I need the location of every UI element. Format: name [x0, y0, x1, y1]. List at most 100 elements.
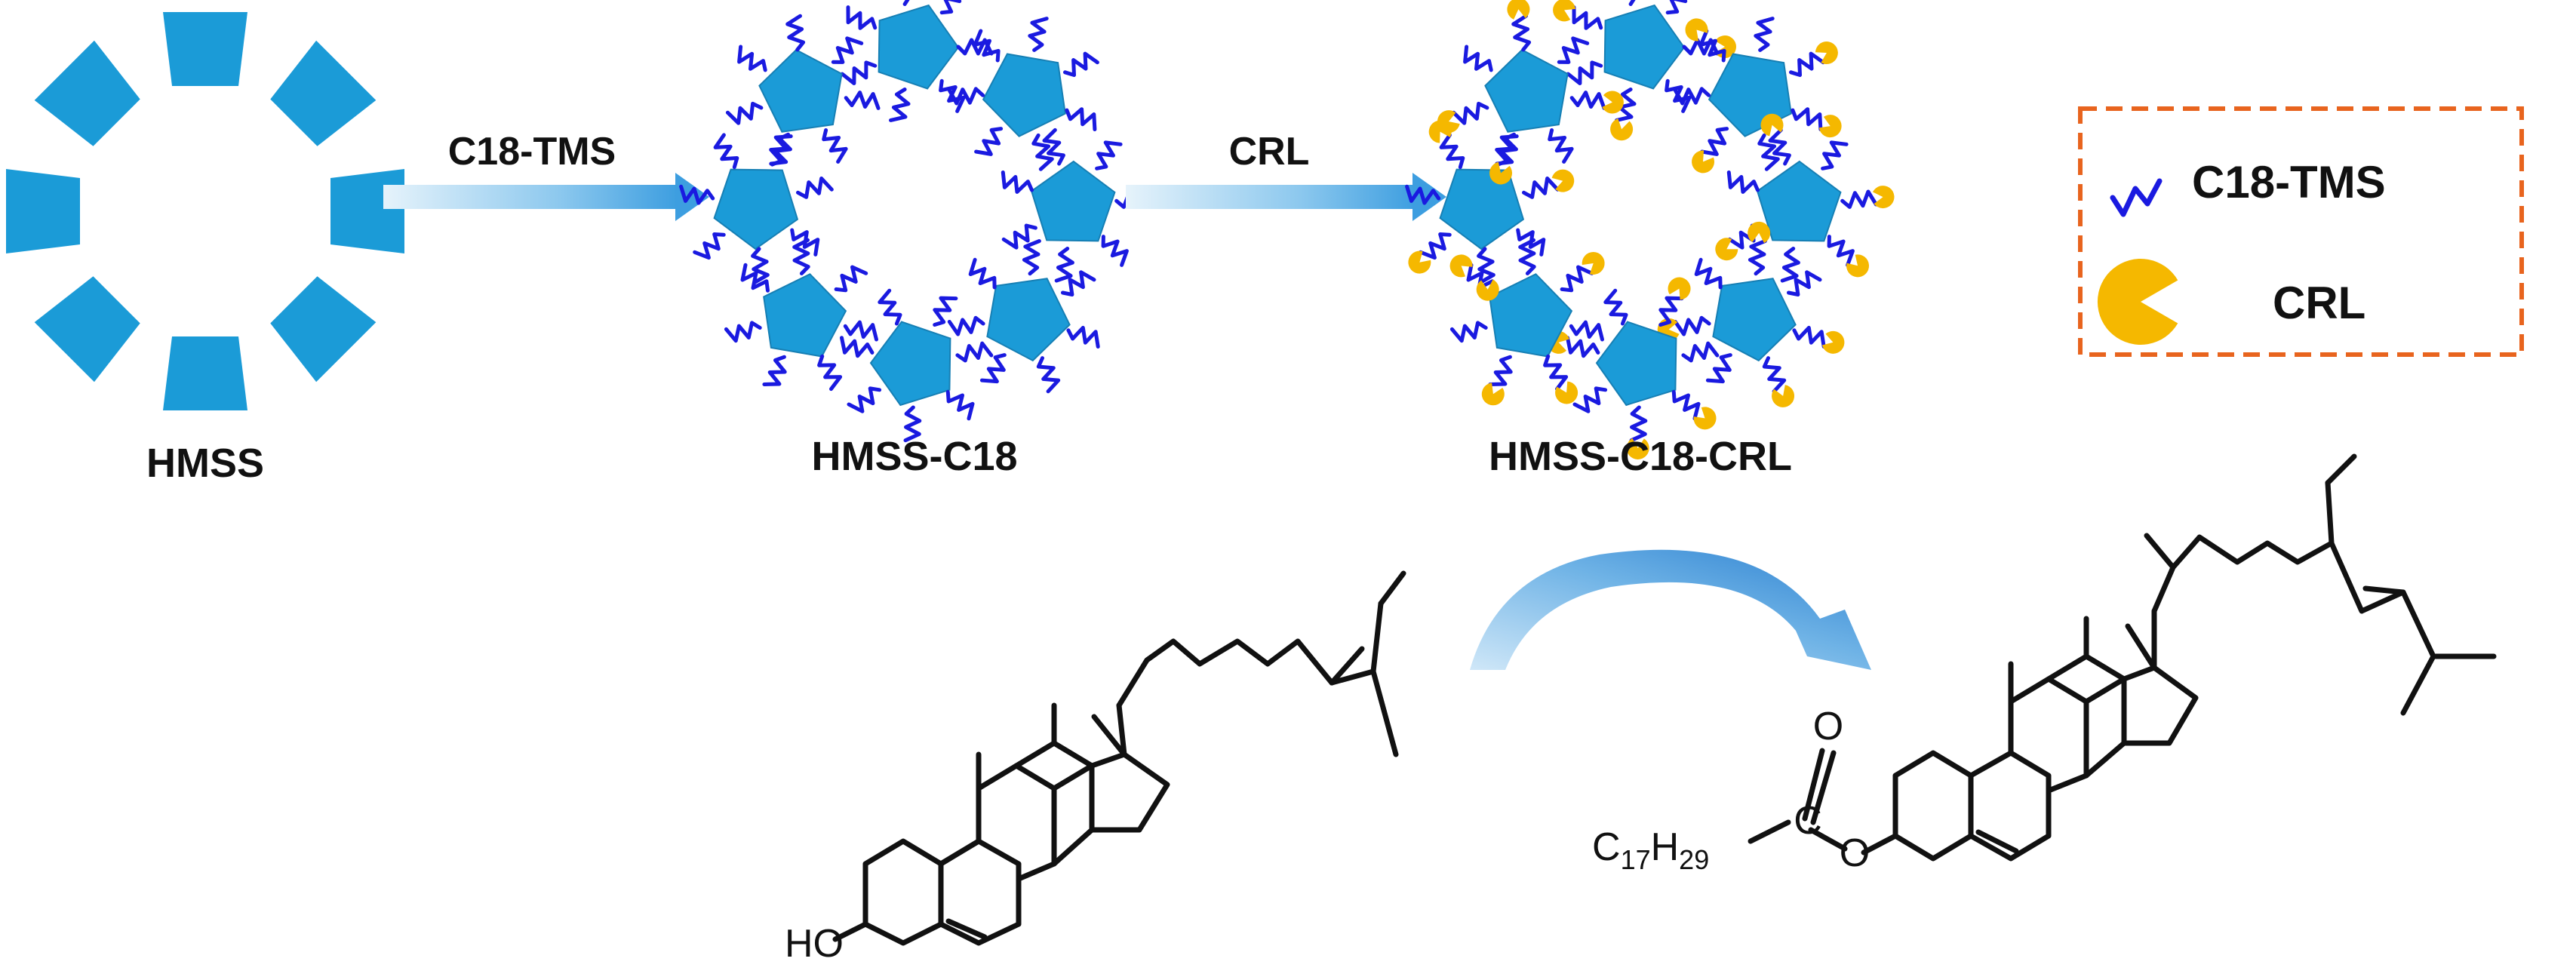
pacman-icon: [2097, 259, 2178, 345]
crl-enzyme: [1772, 385, 1795, 407]
legend: C18-TMS CRL: [2078, 106, 2524, 357]
reaction-arrow: [1470, 549, 1871, 670]
crl-enzyme: [1437, 110, 1460, 134]
c18-chain: [725, 101, 764, 125]
c18-chain: [1791, 107, 1823, 131]
c18-chain: [1463, 45, 1493, 72]
step-1-label: C18-TMS: [448, 130, 616, 174]
acyl-hydrogen-symbol: H: [1651, 825, 1680, 869]
crl-enzyme: [1551, 169, 1575, 192]
c18-chain: [1840, 189, 1878, 209]
c18-chain: [1726, 171, 1760, 194]
hmss-c18-label: HMSS-C18: [811, 434, 1017, 479]
c18-chain: [762, 355, 787, 386]
step-2-label: CRL: [1229, 130, 1310, 174]
silica-block: [1603, 4, 1686, 90]
c18-chain: [1754, 17, 1775, 52]
c18-chain: [1789, 51, 1825, 77]
silica-block: [1756, 160, 1842, 242]
c18-chain: [1031, 133, 1054, 171]
c18-chain: [1768, 127, 1791, 166]
c18-chain: [1028, 17, 1049, 52]
c18-chain: [1095, 140, 1123, 171]
crl-enzyme: [1408, 250, 1431, 274]
silica-block: [270, 276, 377, 382]
legend-crl-label: CRL: [2273, 278, 2365, 328]
ester-oxygen-label: O: [1840, 831, 1870, 875]
c18-chain: [1451, 101, 1489, 125]
crl-enzyme: [1602, 91, 1624, 114]
carbonyl-oxygen-label: O: [1813, 705, 1843, 748]
c18-chain: [1419, 232, 1452, 260]
crl-enzyme: [1449, 254, 1473, 278]
crl-enzyme: [1815, 41, 1838, 65]
hydroxyl-label: HO: [785, 922, 844, 966]
hmss-particle: [6, 12, 404, 410]
crl-enzyme: [1553, 0, 1575, 22]
c18-chain: [1036, 356, 1061, 394]
c18-chain: [1042, 127, 1065, 166]
silica-block: [878, 4, 960, 90]
c18-chain: [933, 296, 958, 327]
acyl-hydrogen-subscript: 29: [1679, 844, 1709, 875]
c18-chain: [903, 405, 922, 443]
c18-chain: [796, 177, 834, 199]
c18-chain: [1557, 36, 1590, 64]
crl-enzyme: [1481, 382, 1505, 406]
c18-chain: [1603, 288, 1628, 326]
c18-chain: [1439, 133, 1465, 170]
c18-chain: [1522, 177, 1560, 199]
c18-chain: [1566, 60, 1603, 85]
carbonyl-carbon-label: C: [1794, 799, 1822, 843]
ester-structure: [1748, 453, 2497, 862]
silica-block: [1439, 168, 1525, 250]
legend-c18-label: C18-TMS: [2192, 157, 2386, 207]
silica-block: [6, 169, 80, 253]
c18-chain: [1629, 405, 1648, 443]
c18-chain: [1495, 132, 1518, 166]
c18-chain: [1569, 91, 1606, 110]
c18-chain: [974, 127, 1004, 156]
crl-enzyme: [1685, 18, 1708, 41]
c18-chain: [790, 228, 820, 257]
c18-chain: [1827, 235, 1855, 267]
c18-chain: [679, 184, 715, 205]
c18-chain: [1065, 107, 1097, 131]
c18-chain: [751, 247, 770, 284]
crl-enzyme: [1507, 0, 1530, 20]
silica-block: [713, 168, 799, 250]
c18-chain: [1054, 247, 1074, 283]
silica-block: [163, 12, 247, 86]
c18-chain: [785, 14, 806, 52]
c18-chain: [840, 60, 878, 85]
acyl-carbon-symbol: C: [1592, 825, 1621, 869]
c18-chain: [1001, 171, 1034, 194]
c18-chain: [1569, 320, 1604, 342]
c18-chain: [902, 0, 910, 6]
hmss-label: HMSS: [146, 441, 264, 486]
silica-block: [1030, 160, 1116, 242]
c18-chain: [1566, 336, 1600, 358]
c18-chain: [1066, 325, 1100, 349]
c18-chain: [843, 320, 878, 342]
c18-chain: [713, 133, 739, 170]
c18-chain: [1700, 127, 1729, 156]
c18-chain: [1572, 386, 1608, 413]
c18-chain: [1615, 88, 1637, 122]
c18-chain: [947, 87, 985, 106]
c18-chain: [1022, 239, 1041, 276]
crl-enzyme: [1873, 186, 1895, 209]
c18-chain: [1511, 14, 1532, 52]
legend-border: [2078, 106, 2524, 357]
crl-enzyme: [1846, 254, 1870, 278]
c18-chain: [840, 336, 875, 358]
c18-chain: [1516, 228, 1546, 257]
step-arrow-2: [1126, 173, 1446, 221]
c18-chain: [947, 315, 985, 336]
c18-chain: [973, 29, 1001, 63]
c18-chain: [1101, 235, 1129, 267]
c18-chain: [1673, 87, 1711, 106]
silica-block: [1595, 321, 1677, 407]
c18-chain: [792, 238, 810, 275]
c18-chain: [968, 257, 997, 290]
